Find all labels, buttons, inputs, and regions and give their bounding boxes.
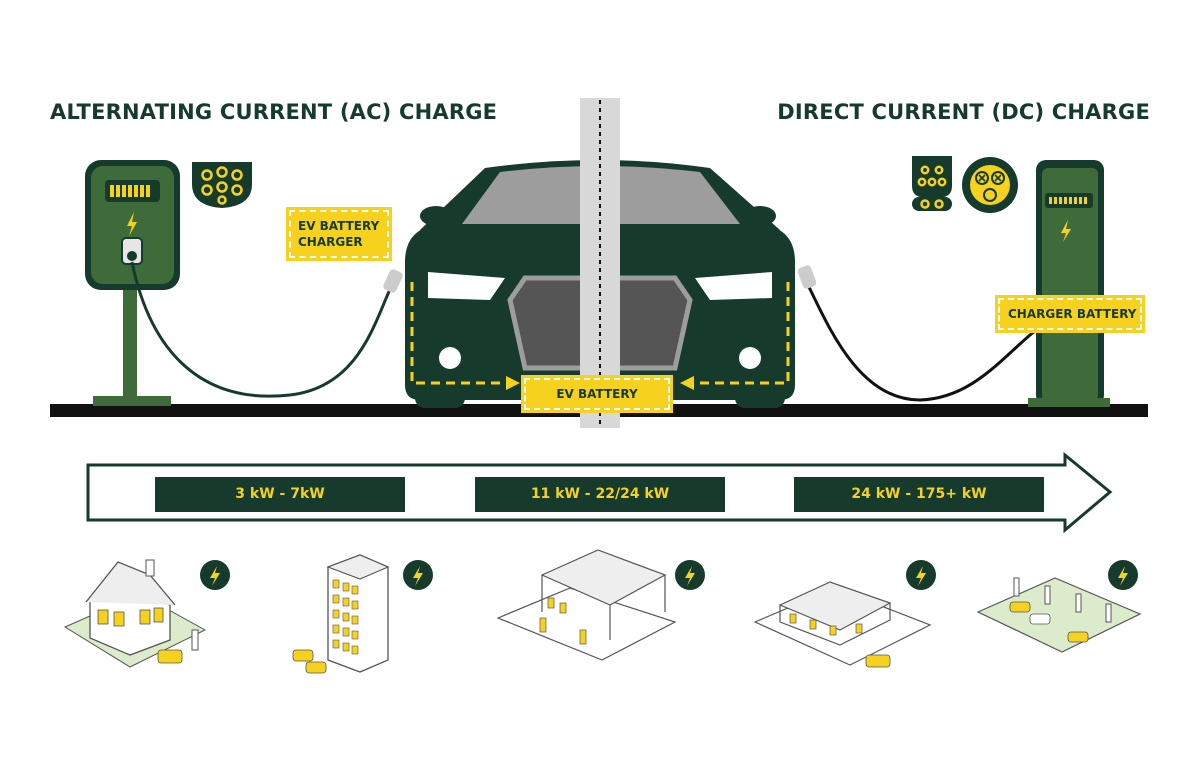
type2-connector-icon (192, 162, 252, 208)
lightning-bolt-icon (403, 560, 433, 590)
bolt-icon (1061, 220, 1071, 242)
ac-charging-cable (130, 261, 394, 398)
lightning-bolt-icon (1108, 560, 1138, 590)
apartment-building-icon (292, 554, 390, 674)
ac-wallbox-charger (85, 160, 180, 406)
dc-charge-heading: DIRECT CURRENT (DC) CHARGE (777, 100, 1150, 124)
ev-battery-label: EV BATTERY (521, 375, 673, 413)
dc-fast-charger (1028, 160, 1110, 407)
ev-battery-charger-label: EV BATTERY CHARGER (286, 207, 392, 261)
lightning-bolt-icon (906, 560, 936, 590)
power-range-high: 24 kW - 175+ kW (794, 477, 1044, 512)
lightning-bolt-icon (200, 560, 230, 590)
ac-charge-heading: ALTERNATING CURRENT (AC) CHARGE (50, 100, 498, 124)
dc-charging-cable (806, 284, 1051, 402)
ev-battery-charger-label-line2: CHARGER (298, 235, 363, 249)
commercial-parking-icon (496, 549, 677, 661)
service-station-icon (753, 581, 932, 668)
center-divider (580, 98, 620, 428)
lightning-bolt-icon (675, 560, 705, 590)
ev-battery-charger-label-line1: EV BATTERY (298, 219, 380, 233)
ccs-connector-icon (912, 156, 952, 211)
bolt-icon (127, 212, 137, 236)
house-icon (63, 559, 207, 668)
charging-hub-icon (976, 577, 1142, 653)
power-range-mid: 11 kW - 22/24 kW (475, 477, 725, 512)
chademo-connector-icon (962, 157, 1018, 213)
charger-battery-label: CHARGER BATTERY (995, 295, 1145, 333)
power-range-low: 3 kW - 7kW (155, 477, 405, 512)
